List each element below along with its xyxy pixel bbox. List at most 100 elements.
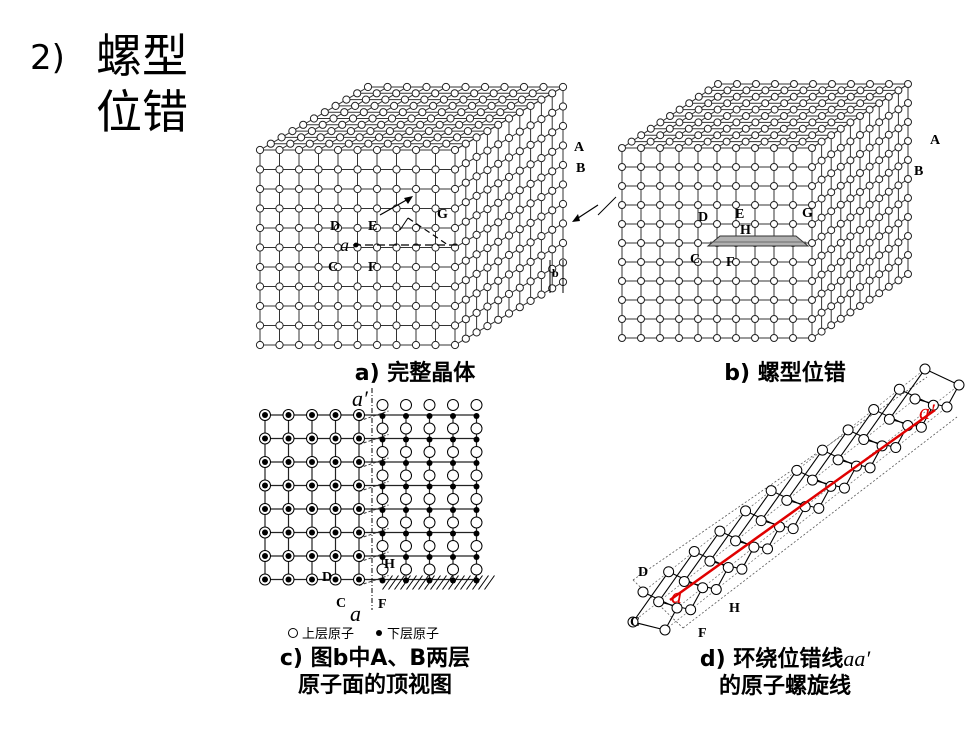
lower-atom bbox=[379, 530, 386, 537]
atom bbox=[526, 296, 535, 305]
atom bbox=[684, 137, 693, 146]
atom bbox=[637, 163, 645, 171]
atom bbox=[770, 334, 778, 342]
atom bbox=[656, 296, 664, 304]
atom bbox=[875, 213, 884, 222]
shift-link bbox=[358, 551, 389, 563]
atom bbox=[713, 315, 721, 323]
atom bbox=[751, 220, 759, 228]
atom bbox=[346, 127, 356, 136]
atom bbox=[751, 182, 759, 190]
atom bbox=[558, 121, 568, 131]
atom bbox=[713, 131, 722, 140]
atom bbox=[390, 101, 399, 111]
atom bbox=[255, 301, 265, 311]
dislocation-line-d bbox=[669, 408, 936, 602]
atom bbox=[817, 308, 826, 317]
atom bbox=[808, 296, 816, 304]
lower-atom bbox=[450, 554, 456, 560]
atom bbox=[537, 115, 546, 124]
atom bbox=[294, 301, 304, 311]
atom bbox=[450, 282, 460, 291]
lower-atom bbox=[356, 553, 362, 559]
caption-d-line1: d) 环绕位错线aa′ bbox=[660, 645, 910, 673]
atom bbox=[515, 108, 524, 117]
atom bbox=[359, 108, 368, 117]
atom bbox=[504, 133, 514, 143]
atom bbox=[808, 144, 816, 152]
atom bbox=[407, 114, 416, 123]
atom bbox=[856, 150, 864, 158]
upper-atom bbox=[376, 516, 389, 529]
atom bbox=[294, 184, 304, 194]
atom bbox=[361, 95, 371, 104]
atom bbox=[836, 276, 845, 285]
atom bbox=[450, 165, 460, 174]
atom bbox=[618, 182, 626, 190]
atom bbox=[450, 243, 460, 252]
atom bbox=[808, 258, 816, 266]
lower-atom bbox=[262, 529, 268, 536]
atom bbox=[472, 328, 481, 337]
atom bbox=[392, 282, 401, 291]
atom bbox=[431, 301, 440, 311]
helix-segment bbox=[683, 530, 721, 582]
atom bbox=[431, 89, 440, 98]
figure-b-screw-dislocation: A B D E G H C F bbox=[597, 80, 941, 342]
atom bbox=[904, 213, 912, 221]
atom bbox=[372, 165, 382, 174]
helix-atom bbox=[740, 505, 752, 517]
atom bbox=[894, 257, 903, 266]
atom bbox=[665, 124, 674, 133]
atom bbox=[837, 99, 846, 108]
atom bbox=[723, 99, 732, 108]
atom bbox=[411, 165, 421, 174]
atom bbox=[732, 334, 740, 342]
atom bbox=[836, 143, 845, 152]
atom bbox=[865, 219, 874, 228]
lower-atom bbox=[309, 576, 315, 583]
atom bbox=[494, 120, 503, 129]
atom bbox=[537, 95, 546, 104]
atom bbox=[294, 340, 304, 350]
atom bbox=[558, 238, 568, 248]
hatch bbox=[460, 575, 471, 590]
atom bbox=[255, 223, 265, 233]
atom bbox=[904, 194, 912, 202]
helix-segment bbox=[863, 388, 900, 440]
atom bbox=[675, 131, 684, 140]
atom bbox=[894, 86, 903, 95]
atom bbox=[468, 101, 477, 111]
atom bbox=[478, 95, 487, 104]
atom bbox=[732, 258, 740, 266]
helix-atom bbox=[704, 555, 716, 567]
atom bbox=[353, 340, 362, 350]
upper-atom bbox=[423, 422, 436, 435]
atom bbox=[808, 315, 816, 323]
atom bbox=[817, 175, 826, 184]
atom bbox=[789, 296, 797, 304]
atom bbox=[318, 120, 327, 129]
atom bbox=[665, 137, 674, 146]
atom bbox=[808, 105, 817, 114]
atom bbox=[694, 163, 702, 171]
helix-atom bbox=[685, 604, 697, 616]
figure-a-perfect-crystal: A B D E G a C F b bbox=[255, 82, 599, 350]
hatch bbox=[412, 575, 423, 590]
helix-atom bbox=[748, 541, 760, 553]
atom bbox=[348, 114, 358, 123]
atom bbox=[392, 243, 401, 252]
atom bbox=[314, 301, 323, 311]
lower-atom bbox=[309, 529, 315, 536]
atom bbox=[836, 257, 845, 266]
atom bbox=[333, 340, 343, 350]
atom bbox=[732, 220, 740, 228]
upper-atom bbox=[423, 563, 436, 576]
atom bbox=[846, 175, 855, 184]
atom bbox=[472, 289, 481, 298]
atom bbox=[618, 277, 626, 285]
lower-atom bbox=[356, 506, 362, 512]
atom bbox=[537, 134, 546, 143]
caption-b: b) 螺型位错 bbox=[724, 361, 846, 386]
atom bbox=[675, 220, 683, 228]
